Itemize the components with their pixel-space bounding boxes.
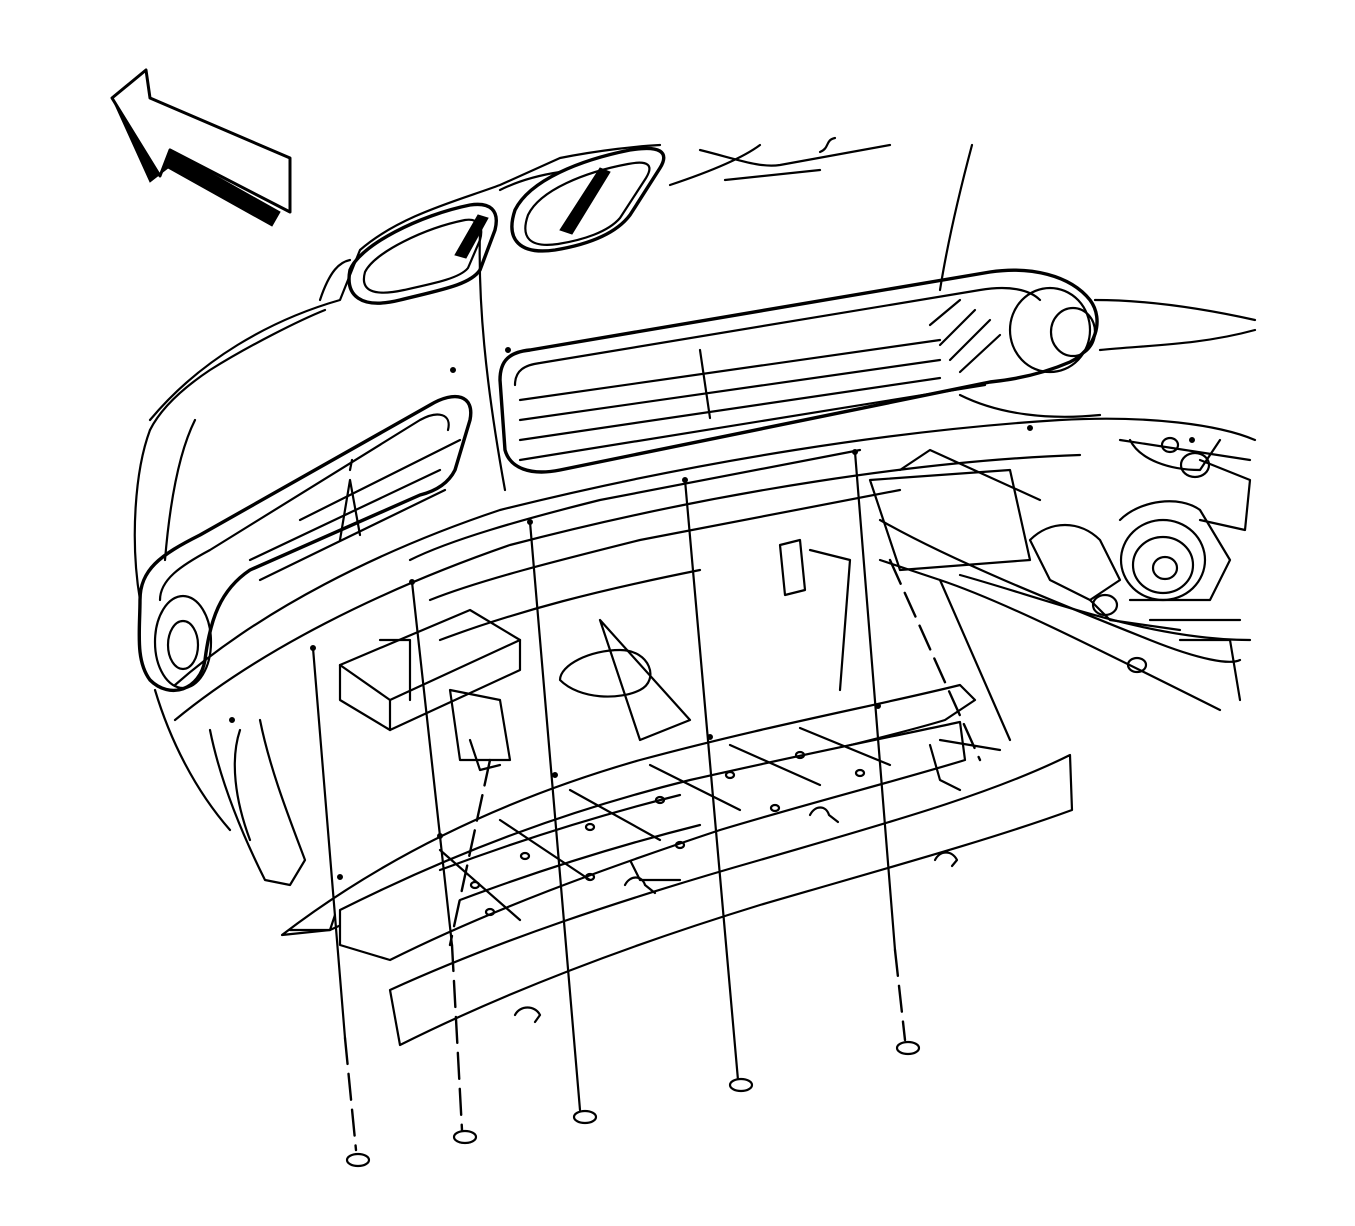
left-fog-lamp-assembly: [137, 394, 473, 692]
shield-clip-holes: [469, 750, 866, 917]
bumper-lower-lip: [153, 417, 1257, 887]
fastener-3: [528, 520, 598, 1125]
fastener-locators: [229, 347, 1195, 723]
front-suspension-assembly: [1028, 436, 1252, 702]
lower-air-deflector-shield: [280, 683, 1074, 1047]
fastener-5: [853, 450, 982, 1056]
fastener-2: [410, 580, 492, 1145]
fastener-4: [683, 478, 754, 1093]
vehicle-front-fascia: [133, 136, 974, 602]
right-fog-lamp-assembly: [498, 268, 1257, 474]
direction-arrow-icon: [110, 68, 292, 227]
front-frame-structure: [338, 448, 1252, 882]
fastener-1: [311, 646, 371, 1168]
